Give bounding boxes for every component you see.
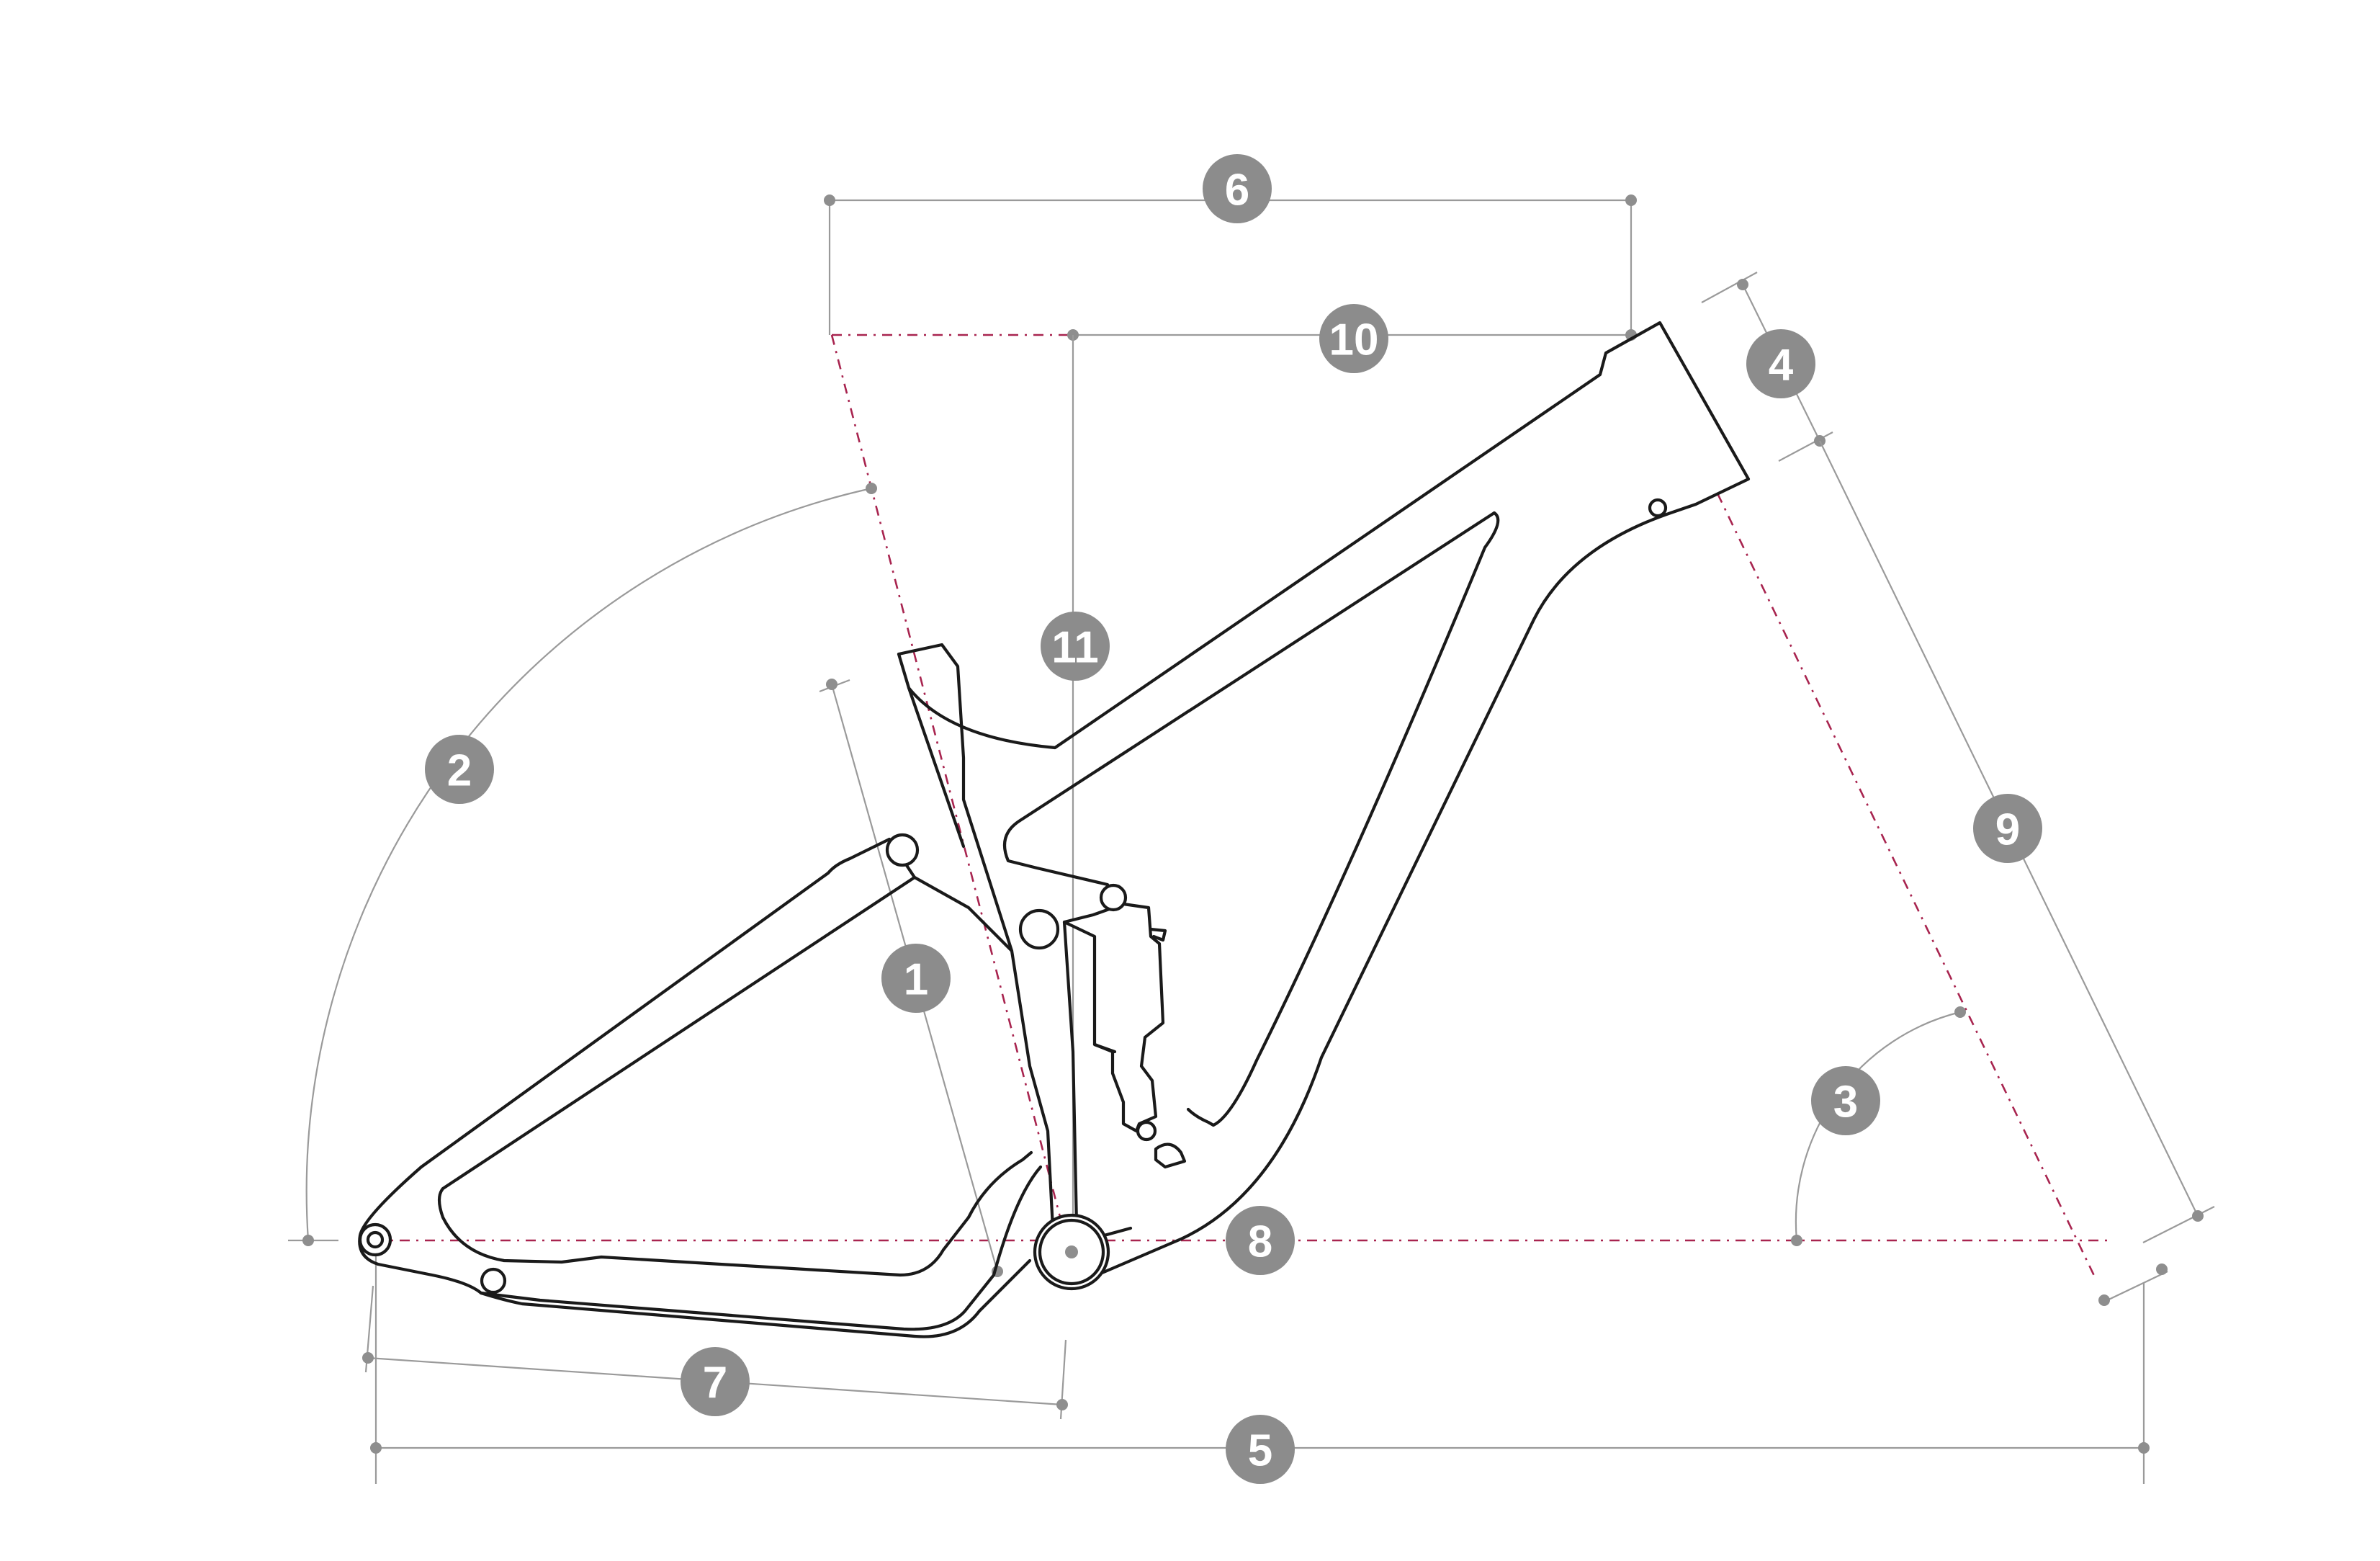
dim-3-arc	[1795, 1011, 1961, 1241]
shock-mount-pivot	[1099, 883, 1128, 912]
badge-6: 6	[1203, 154, 1272, 223]
badge-10: 10	[1319, 304, 1388, 373]
bike-frame	[358, 321, 1751, 1338]
badge-9: 9	[1973, 794, 2042, 863]
svg-text:3: 3	[1833, 1078, 1858, 1127]
front-triangle-inner	[1186, 511, 1500, 1127]
reference-lines	[374, 334, 2110, 1279]
svg-text:4: 4	[1769, 341, 1794, 390]
badge-3: 3	[1811, 1066, 1880, 1135]
rear-shock	[1062, 902, 1165, 1133]
dimension-badges: 6 10 4 11 2 9 1 3	[425, 154, 2042, 1484]
svg-text:2: 2	[447, 746, 472, 796]
lower-shock-pivot	[1136, 1120, 1157, 1142]
badge-7: 7	[681, 1347, 750, 1416]
svg-text:6: 6	[1225, 166, 1249, 215]
badge-1: 1	[881, 944, 951, 1013]
svg-text:10: 10	[1329, 316, 1379, 365]
seat-tube-axis	[830, 334, 1067, 1240]
front-triangle-outline	[897, 321, 1751, 1276]
svg-text:9: 9	[1995, 805, 2020, 855]
badge-2: 2	[425, 735, 494, 804]
svg-text:11: 11	[1051, 623, 1099, 673]
cable-port	[1154, 1142, 1187, 1169]
badge-11: 11	[1041, 612, 1110, 681]
rear-brake-mount	[480, 1267, 507, 1294]
main-pivot	[1018, 908, 1060, 950]
badge-8: 8	[1226, 1206, 1295, 1275]
chain-stay	[479, 1258, 1032, 1338]
svg-text:5: 5	[1248, 1426, 1272, 1476]
rear-dropout	[358, 1222, 392, 1257]
head-tube-port	[1648, 498, 1668, 518]
svg-text:7: 7	[703, 1359, 727, 1408]
seat-stay	[358, 837, 1043, 1331]
rear-triangle-inner	[437, 875, 1033, 1277]
steering-axis	[1716, 493, 2097, 1279]
svg-text:1: 1	[904, 955, 928, 1005]
seat-tube	[897, 643, 1055, 1230]
badge-5: 5	[1226, 1415, 1295, 1484]
upper-link-pivot	[885, 833, 920, 867]
dimension-lines	[288, 194, 2215, 1484]
svg-text:8: 8	[1248, 1217, 1272, 1267]
dim-2-arc	[305, 487, 872, 1241]
badge-4: 4	[1746, 329, 1815, 398]
